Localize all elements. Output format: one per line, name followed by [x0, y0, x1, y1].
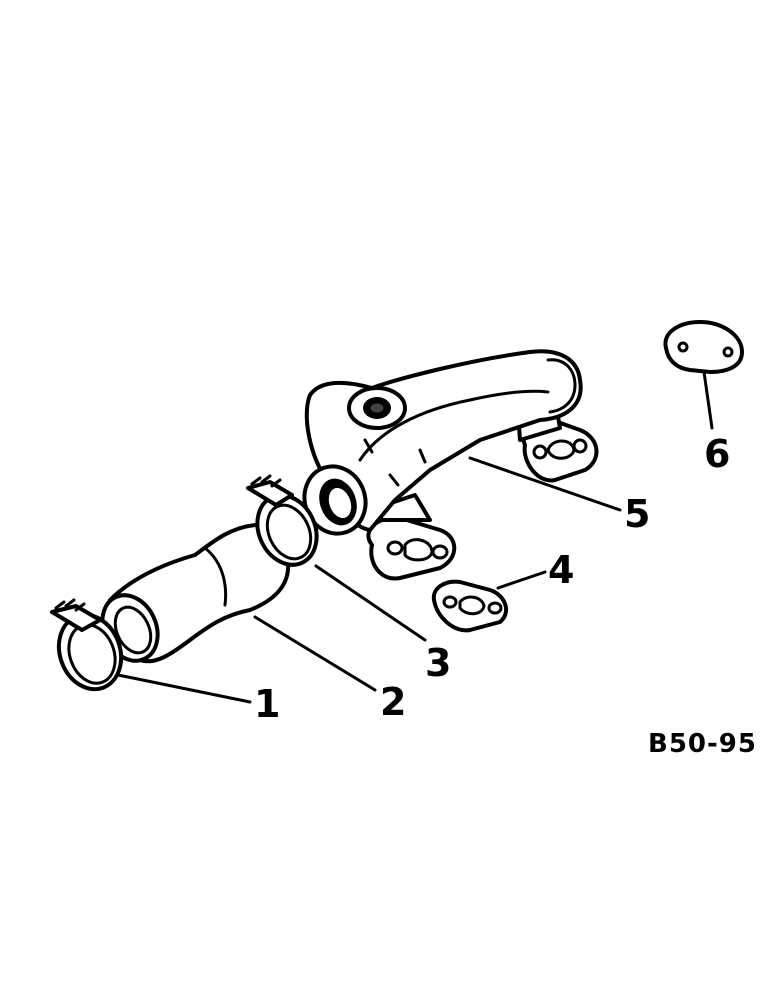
callout-4: 4	[548, 548, 574, 592]
callout-3: 3	[425, 641, 451, 685]
leader-4	[496, 570, 547, 590]
leader-lines	[116, 370, 714, 704]
figure-reference: B50-95	[648, 729, 757, 759]
gasket-part-4	[431, 579, 509, 633]
leader-1	[116, 673, 252, 704]
cover-plate-part-6	[663, 320, 744, 374]
callout-2: 2	[380, 680, 406, 724]
gasket-body	[431, 579, 509, 633]
callout-labels: 1 2 3 4 5 6	[254, 432, 730, 726]
callout-6: 6	[704, 432, 730, 476]
cover-plate-body	[663, 320, 744, 374]
callout-5: 5	[624, 492, 650, 536]
manifold-part-5	[302, 349, 599, 581]
leader-5	[468, 456, 622, 512]
leader-3	[314, 564, 427, 642]
callout-1: 1	[254, 682, 280, 726]
leader-2	[253, 615, 377, 692]
clamp-part-1	[50, 598, 124, 692]
leader-6	[702, 370, 714, 430]
clamp-part-3	[246, 474, 319, 567]
hose-part-2	[100, 523, 291, 664]
